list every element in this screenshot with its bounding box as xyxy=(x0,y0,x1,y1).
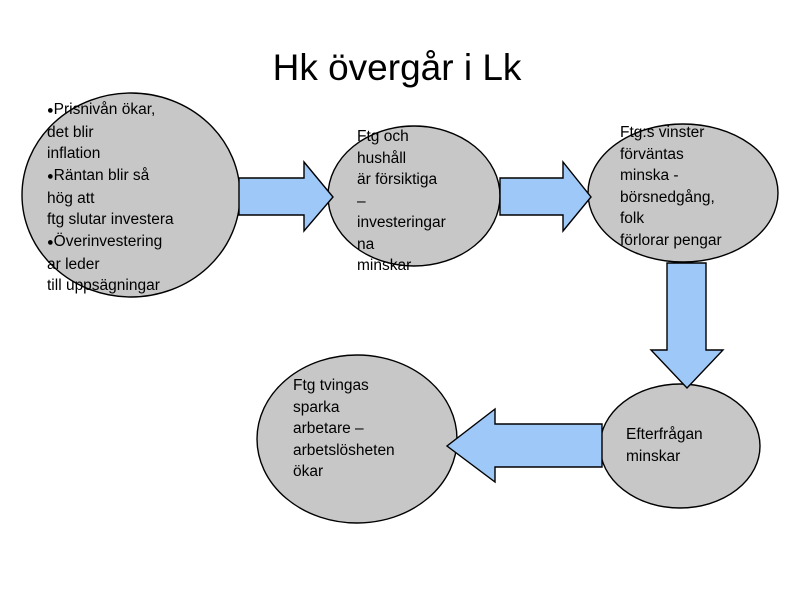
node-text-run: hushåll xyxy=(357,149,407,167)
falling-profits-node-label: Ftg:s vinster förväntas minska - börsnedgån… xyxy=(620,122,785,251)
node-text-run: Efterfrågan xyxy=(626,426,703,443)
bullet-icon: ● xyxy=(47,170,54,183)
page-title: Hk övergår i Lk xyxy=(272,47,522,88)
node-text-run: minska - xyxy=(620,167,679,184)
node-text-run: arbetare – xyxy=(293,420,364,437)
bullet-icon: ● xyxy=(47,104,54,117)
node-text-line: arbetare – xyxy=(293,418,468,440)
bullet-icon: ● xyxy=(47,236,54,249)
node-text-run: minskar xyxy=(626,447,681,465)
node-text-run: arbetslösheten xyxy=(293,441,395,459)
node-text-run: minskar xyxy=(357,257,412,274)
node-text-line: minska - xyxy=(620,165,785,187)
arrow-n1-to-n2[interactable] xyxy=(238,160,334,233)
cautious-households-node-label: Ftg och hushåll är försiktiga – investeringa… xyxy=(357,126,507,277)
node-text-run: ar leder xyxy=(47,255,100,273)
node-text-run: ökar xyxy=(293,463,324,480)
node-text-line: det blir xyxy=(47,122,243,144)
node-text-line: ar leder xyxy=(47,254,243,276)
node-text-line: Ftg tvingas xyxy=(293,375,468,397)
node-text-line: hög att xyxy=(47,188,243,210)
node-text-run: – xyxy=(357,192,366,210)
node-text-line: minskar xyxy=(626,446,761,468)
arrow-n5-to-n4[interactable] xyxy=(445,407,603,484)
node-text-run: folk xyxy=(620,210,645,227)
node-text-line: folk xyxy=(620,208,785,230)
node-text-run: förväntas xyxy=(620,145,684,163)
node-text-run: investeringar xyxy=(357,214,446,231)
node-text-line: Ftg och xyxy=(357,126,507,148)
node-text-run: inflation xyxy=(47,145,101,163)
node-text-run: Ftg och xyxy=(357,128,409,145)
node-text-line: förlorar pengar xyxy=(620,230,785,252)
node-text-line: är försiktiga xyxy=(357,169,507,191)
node-text-run: till uppsägningar xyxy=(47,277,160,295)
node-text-line: ●Överinvestering xyxy=(47,231,243,254)
node-text-line: förväntas xyxy=(620,144,785,166)
node-text-line: ●Räntan blir så xyxy=(47,165,243,188)
node-text-run: hög att xyxy=(47,189,95,207)
node-text-line: inflation xyxy=(47,143,243,165)
node-text-line: Ftg:s vinster xyxy=(620,122,785,144)
node-text-run: Överinvestering xyxy=(53,232,163,250)
node-text-line: ●Prisnivån ökar, xyxy=(47,99,243,122)
node-text-line: börsnedgång, xyxy=(620,187,785,209)
node-text-line: Efterfrågan xyxy=(626,424,761,446)
node-text-run: förlorar pengar xyxy=(620,231,722,249)
node-text-run: na xyxy=(357,235,375,253)
node-text-line: hushåll xyxy=(357,148,507,170)
node-text-run: sparka xyxy=(293,398,340,416)
node-text-run: det blir xyxy=(47,123,94,141)
node-text-line: arbetslösheten xyxy=(293,440,468,462)
node-text-line: – xyxy=(357,191,507,213)
arrow-n3-to-n5[interactable] xyxy=(649,262,725,390)
node-text-run: Ftg tvingas xyxy=(293,377,369,394)
node-text-line: minskar xyxy=(357,255,507,277)
node-text-run: Prisnivån ökar, xyxy=(53,101,156,118)
node-text-line: investeringar xyxy=(357,212,507,234)
node-text-line: na xyxy=(357,234,507,256)
arrow-n2-to-n3[interactable] xyxy=(499,160,592,233)
node-text-run: Ftg:s vinster xyxy=(620,124,705,141)
falling-demand-node-label: Efterfrågan minskar xyxy=(626,424,761,467)
node-text-line: ftg slutar investera xyxy=(47,209,243,231)
node-text-line: ökar xyxy=(293,461,468,483)
node-text-run: börsnedgång, xyxy=(620,188,715,206)
node-text-run: ftg slutar investera xyxy=(47,211,174,229)
node-text-line: sparka xyxy=(293,397,468,419)
node-text-run: är försiktiga xyxy=(357,171,438,188)
node-text-line: till uppsägningar xyxy=(47,275,243,297)
node-text-run: Räntan blir så xyxy=(53,166,150,184)
unemployment-node-label: Ftg tvingas sparka arbetare – arbetslöshete… xyxy=(293,375,468,483)
